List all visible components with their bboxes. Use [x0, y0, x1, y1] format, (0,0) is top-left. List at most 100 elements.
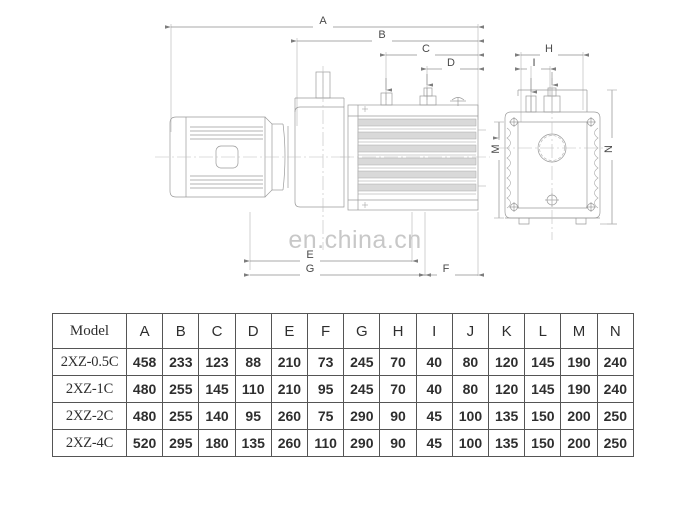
cell-g: 290 — [343, 402, 381, 430]
port-fittings-endview — [517, 87, 588, 113]
cell-m: 190 — [560, 375, 598, 403]
cell-model: 2XZ-1C — [52, 375, 127, 403]
column-header-model: Model — [52, 313, 127, 349]
cell-m: 200 — [560, 429, 598, 457]
pump-dimension-drawing: A B C D E G F H I M N — [155, 15, 617, 277]
column-header-i: I — [415, 313, 453, 349]
cell-h: 70 — [379, 375, 417, 403]
cell-i: 45 — [415, 429, 453, 457]
dim-label-d: D — [447, 57, 455, 69]
cell-f: 73 — [307, 348, 345, 376]
cell-j: 100 — [451, 429, 490, 457]
cell-l: 150 — [524, 402, 562, 430]
cell-d: 135 — [234, 429, 272, 457]
cell-n: 250 — [596, 429, 635, 457]
cell-h: 70 — [379, 348, 417, 376]
end-view-fins — [506, 127, 599, 209]
column-header-g: G — [343, 313, 381, 349]
centre-lines-endview — [496, 78, 612, 240]
cell-c: 145 — [198, 375, 236, 403]
cell-e: 260 — [270, 429, 309, 457]
cell-a: 520 — [125, 429, 164, 457]
cell-a: 480 — [125, 402, 164, 430]
dim-label-c: C — [422, 43, 430, 55]
cell-g: 290 — [343, 429, 381, 457]
cell-d: 110 — [234, 375, 272, 403]
cell-j: 80 — [451, 348, 490, 376]
cell-model: 2XZ-0.5C — [52, 348, 127, 376]
cell-j: 100 — [451, 402, 490, 430]
column-header-c: C — [198, 313, 236, 349]
cell-f: 75 — [307, 402, 345, 430]
centre-lines-side — [155, 66, 490, 250]
column-header-b: B — [162, 313, 200, 349]
cell-model: 2XZ-2C — [52, 402, 127, 430]
dim-label-m: M — [490, 144, 502, 153]
end-view-mounting-feet — [505, 217, 600, 225]
cell-b: 255 — [162, 402, 200, 430]
cell-l: 150 — [524, 429, 562, 457]
cell-n: 240 — [596, 375, 635, 403]
column-header-l: L — [524, 313, 562, 349]
cell-g: 245 — [343, 375, 381, 403]
pump-body-bolts — [362, 106, 368, 208]
cell-a: 458 — [125, 348, 164, 376]
dim-label-f: F — [443, 263, 450, 275]
dim-label-i: I — [532, 57, 535, 69]
column-header-k: K — [488, 313, 526, 349]
dim-label-n: N — [603, 145, 615, 153]
cell-b: 295 — [162, 429, 200, 457]
cell-f: 95 — [307, 375, 345, 403]
cell-model: 2XZ-4C — [52, 429, 127, 457]
dim-label-e: E — [306, 249, 313, 261]
dim-label-h: H — [545, 43, 553, 55]
column-header-a: A — [125, 313, 164, 349]
cell-m: 190 — [560, 348, 598, 376]
coupling-housing — [294, 71, 345, 208]
cell-h: 90 — [379, 429, 417, 457]
column-header-e: E — [270, 313, 309, 349]
cell-k: 120 — [488, 375, 526, 403]
cell-i: 45 — [415, 402, 453, 430]
column-header-n: N — [596, 313, 635, 349]
column-header-d: D — [234, 313, 272, 349]
dim-label-b: B — [378, 29, 385, 41]
pump-cooling-fins — [357, 118, 477, 192]
dimension-line-m — [493, 121, 504, 219]
cell-k: 120 — [488, 348, 526, 376]
cell-h: 90 — [379, 402, 417, 430]
cell-e: 210 — [270, 348, 309, 376]
column-header-f: F — [307, 313, 345, 349]
cell-n: 240 — [596, 348, 635, 376]
cell-c: 123 — [198, 348, 236, 376]
end-view-body — [504, 111, 601, 219]
cell-d: 95 — [234, 402, 272, 430]
column-header-j: J — [451, 313, 490, 349]
pump-fin-lines — [358, 128, 476, 195]
cell-a: 480 — [125, 375, 164, 403]
column-header-m: M — [560, 313, 598, 349]
end-view-corner-bolts — [509, 117, 596, 212]
dim-label-a: A — [319, 15, 327, 27]
dim-label-g: G — [306, 263, 315, 275]
port-fittings-side — [380, 87, 466, 106]
cell-b: 255 — [162, 375, 200, 403]
cell-b: 233 — [162, 348, 200, 376]
cell-i: 40 — [415, 375, 453, 403]
column-header-h: H — [379, 313, 417, 349]
cell-n: 250 — [596, 402, 635, 430]
witness-lines-bottom — [249, 212, 479, 276]
cell-d: 88 — [234, 348, 272, 376]
cell-l: 145 — [524, 348, 562, 376]
cell-f: 110 — [307, 429, 345, 457]
cell-e: 260 — [270, 402, 309, 430]
cell-m: 200 — [560, 402, 598, 430]
cell-k: 135 — [488, 402, 526, 430]
port-leader-arrows — [385, 72, 558, 94]
cell-i: 40 — [415, 348, 453, 376]
